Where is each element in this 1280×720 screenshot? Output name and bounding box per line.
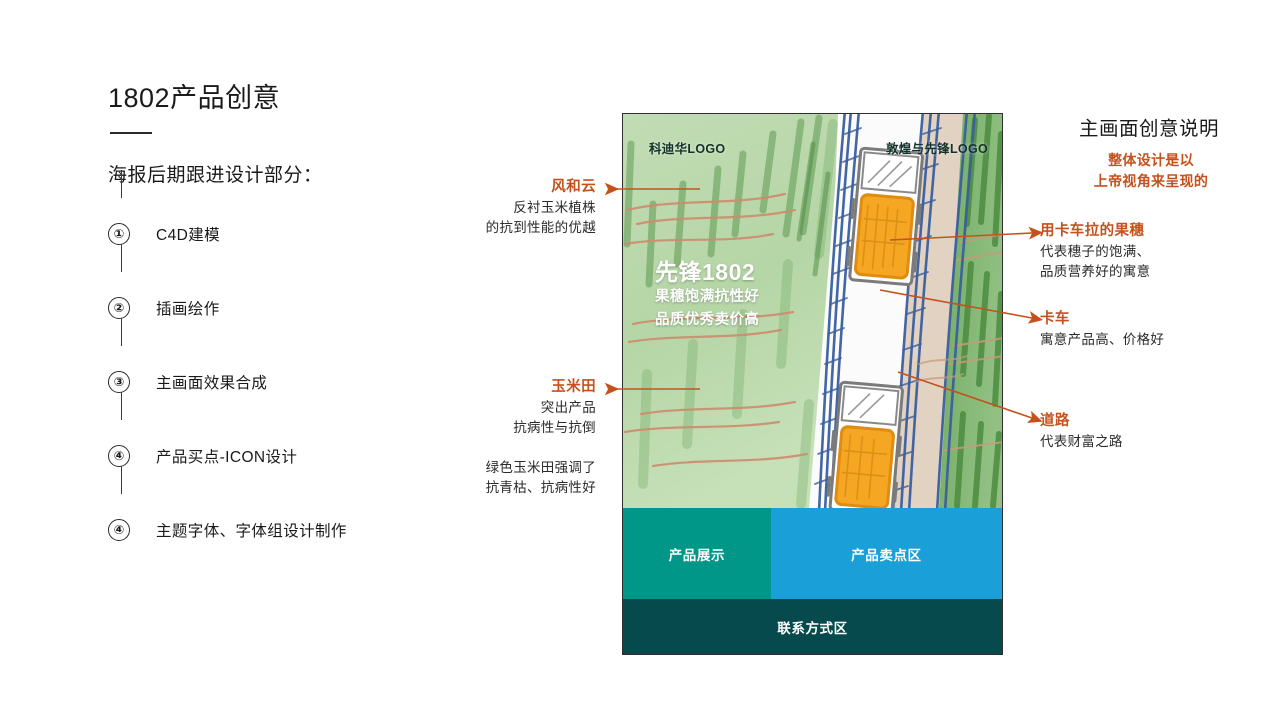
annotation-body: 突出产品 抗病性与抗倒 — [396, 398, 596, 439]
annotation-heading: 玉米田 — [551, 379, 596, 395]
annotation-line: 突出产品 — [540, 399, 596, 415]
annotation-corn-field: 玉米田 突出产品 抗病性与抗倒 绿色玉米田强调了 抗青枯、抗病性好 — [396, 378, 596, 499]
annotation-line: 抗青枯、抗病性好 — [485, 480, 596, 496]
poster-logo-right: 敦煌与先锋LOGO — [885, 142, 988, 156]
step-number-badge: ④ — [108, 519, 130, 542]
band-selling-points[interactable]: 产品卖点区 — [770, 508, 1002, 599]
step-number-badge: ① — [108, 223, 130, 246]
step-connector-line — [121, 244, 122, 273]
right-panel-title: 主画面创意说明 — [1078, 118, 1219, 140]
annotation-heading: 用卡车拉的果穗 — [1040, 223, 1145, 239]
annotation-line: 品质营养好的寓意 — [1040, 263, 1151, 279]
step-label: 产品买点-ICON设计 — [156, 449, 298, 467]
step-label: C4D建模 — [156, 227, 221, 245]
annotation-heading: 风和云 — [551, 179, 596, 195]
annotation-extra-body: 绿色玉米田强调了 抗青枯、抗病性好 — [396, 458, 596, 499]
steps-list: ① C4D建模 ② 插画绘作 ③ 主画面效果合成 ④ 产品买点-ICON设计 ④… — [108, 170, 438, 567]
truck-illustration-lower — [826, 380, 904, 508]
band-product-showcase[interactable]: 产品展示 — [623, 508, 771, 599]
step-number-badge: ④ — [108, 445, 130, 468]
annotation-heading: 道路 — [1040, 413, 1070, 429]
page-title: 1802产品创意 — [108, 83, 281, 113]
poster-headline: 先锋1802 — [655, 259, 756, 285]
list-item[interactable]: ④ 主题字体、字体组设计制作 — [108, 466, 438, 567]
poster-logo-left: 科迪华LOGO — [649, 142, 726, 156]
list-item[interactable]: ③ 主画面效果合成 — [108, 318, 438, 419]
annotation-line: 抗病性与抗倒 — [513, 419, 596, 435]
list-item[interactable]: ④ 产品买点-ICON设计 — [108, 392, 438, 493]
annotation-truck-carrying-ears: 用卡车拉的果穗 代表穗子的饱满、 品质营养好的寓意 — [1040, 222, 1265, 282]
annotation-body: 反衬玉米植株 的抗到性能的优越 — [396, 198, 596, 239]
annotation-heading: 卡车 — [1040, 311, 1070, 327]
list-item[interactable]: ② 插画绘作 — [108, 244, 438, 345]
step-number-badge: ② — [108, 297, 130, 320]
annotation-line: 代表财富之路 — [1040, 433, 1123, 449]
step-connector-line — [121, 318, 122, 347]
left-content-panel: 1802产品创意 海报后期跟进设计部分： ① C4D建模 ② 插画绘作 ③ 主画… — [108, 82, 438, 567]
annotation-body: 代表财富之路 — [1040, 432, 1265, 452]
poster-subline-2: 品质优秀卖价高 — [655, 312, 760, 329]
step-label: 主画面效果合成 — [156, 375, 268, 393]
step-number-badge: ③ — [108, 371, 130, 394]
band-contact-info[interactable]: 联系方式区 — [623, 599, 1002, 654]
step-connector-line — [121, 466, 122, 495]
title-underline-rule — [110, 132, 152, 135]
annotation-body: 寓意产品高、价格好 — [1040, 330, 1265, 350]
section-subtitle: 海报后期跟进设计部分： — [108, 165, 323, 187]
step-connector-line — [121, 170, 122, 199]
poster-headline-block: 先锋1802 果穗饱满抗性好 品质优秀卖价高 — [655, 259, 759, 331]
right-description-panel: 主画面创意说明 整体设计是以 上帝视角来呈现的 — [1036, 112, 1266, 192]
poster-band-row: 产品展示 产品卖点区 — [623, 508, 1002, 599]
annotation-road: 道路 代表财富之路 — [1040, 412, 1265, 452]
annotation-line: 代表穗子的饱满、 — [1040, 243, 1151, 259]
poster-subline-1: 果穗饱满抗性好 — [655, 289, 760, 306]
annotation-line: 绿色玉米田强调了 — [485, 460, 596, 476]
annotation-wind-and-cloud: 风和云 反衬玉米植株 的抗到性能的优越 — [396, 178, 596, 238]
annotation-line: 的抗到性能的优越 — [485, 219, 596, 235]
annotation-body: 代表穗子的饱满、 品质营养好的寓意 — [1040, 242, 1265, 283]
truck-illustration-upper — [846, 146, 924, 287]
annotation-line: 上帝视角来呈现的 — [1093, 173, 1209, 189]
step-label: 主题字体、字体组设计制作 — [156, 523, 347, 541]
annotation-truck: 卡车 寓意产品高、价格好 — [1040, 310, 1265, 350]
annotation-line: 寓意产品高、价格好 — [1040, 331, 1165, 347]
list-item[interactable]: ① C4D建模 — [108, 170, 438, 271]
annotation-line: 反衬玉米植株 — [513, 199, 596, 215]
step-connector-line — [121, 392, 122, 421]
right-panel-subtitle: 整体设计是以 上帝视角来呈现的 — [1036, 150, 1266, 192]
poster-mockup[interactable]: 科迪华LOGO 敦煌与先锋LOGO 先锋1802 果穗饱满抗性好 品质优秀卖价高… — [622, 113, 1003, 655]
step-label: 插画绘作 — [156, 301, 220, 319]
annotation-line: 整体设计是以 — [1108, 152, 1194, 168]
